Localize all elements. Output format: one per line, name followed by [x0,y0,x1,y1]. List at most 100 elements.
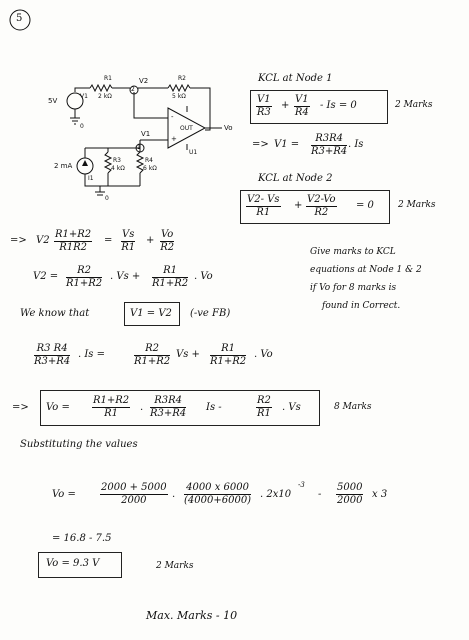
eqd-tail: . Vs [282,402,301,413]
r1-value: 2 kΩ [98,93,112,100]
kcl1-tail: - Is = 0 [320,100,357,111]
know-boxed: V1 = V2 [130,308,172,319]
eqd-marks: 8 Marks [334,402,372,412]
result-text: Vo = 9.3 V [46,558,100,569]
eqa-plus: + [146,235,155,246]
subst-exp: -3 [298,481,305,489]
r4-value: 6 kΩ [143,165,157,172]
kcl1-box [250,90,388,124]
r4-label: R4 [145,157,153,164]
vs-name: V1 [80,93,88,100]
subst-line2: = 16.8 - 7.5 [52,533,112,544]
subst-lhs: Vo = [52,489,76,500]
max-marks: Max. Marks - 10 [146,609,238,622]
eqd-mid: Is - [206,402,222,413]
vs-value: 5V [48,97,58,105]
kcl1-heading: KCL at Node 1 [258,73,333,84]
vo-label: Vo [224,124,233,132]
result-marks: 2 Marks [156,561,194,571]
kcl1-lhs: V1 = [274,139,300,150]
eqd-dot: . [140,402,144,413]
kcl2-heading: KCL at Node 2 [258,173,333,184]
subst-frac-2: 4000 x 6000(4000+6000) [184,482,252,506]
ground-label-2: 0 [105,195,109,202]
eqb-tail: . Vo [194,271,213,282]
eqc-mid: . Is = [78,349,105,360]
node-2-label: 2 [131,86,135,93]
eqa-eq: = [104,235,113,246]
opamp-out-label: OUT [180,125,193,132]
r1-label: R1 [104,75,112,82]
resistor-r3 [103,151,113,174]
subst-heading: Substituting the values [20,439,138,450]
opamp-minus: - [171,113,174,121]
eqd-arrow: => [12,402,29,413]
r3-value: 4 kΩ [111,165,125,172]
eqb-lhs: V2 = [33,271,59,282]
kcl1-arrow: => [252,139,269,150]
resistor-r4 [135,151,145,174]
opamp-plus: + [171,135,177,143]
result-box [38,552,122,578]
note-line-3: if Vo for 8 marks is [310,283,397,293]
eqc-mid2: Vs + [176,349,200,360]
kcl1-marks: 2 Marks [395,100,433,110]
eqd-box [40,390,320,426]
note-line-2: equations at Node 1 & 2 [310,265,422,275]
resistor-r2 [167,83,191,93]
eqa-lhs: V2 [36,235,50,246]
kcl2-tail: = 0 [356,200,374,211]
kcl2-plus: + [294,200,303,211]
opamp-triangle [167,107,207,149]
node-1-label: 1 [137,144,141,151]
eqa-arrow: => [10,235,27,246]
is-name: I1 [88,175,94,182]
node-v2-label: V2 [139,77,149,85]
eqb-mid: . Vs + [110,271,141,282]
subst-minus: - [318,489,322,500]
note-line-1: Give marks to KCL [310,247,396,257]
know-text: We know that [20,308,90,319]
subst-dot: . [172,489,176,500]
know-box [124,302,180,326]
note-line-4: found in Correct. [322,301,401,311]
eqc-tail: . Vo [254,349,273,360]
node-v1-label: V1 [141,130,151,138]
r2-value: 5 kΩ [172,93,186,100]
circuit-diagram [66,83,222,196]
page-number: 5 [16,13,23,24]
subst-tail: x 3 [372,489,388,500]
know-tail: (-ve FB) [190,308,231,319]
kcl1-tail2: . Is [348,139,364,150]
r2-label: R2 [178,75,186,82]
kcl2-marks: 2 Marks [398,200,436,210]
is-value: 2 mA [54,162,73,170]
resistor-r1 [89,83,113,93]
r3-label: R3 [113,157,121,164]
opamp-name: U1 [189,149,198,156]
kcl2-box [240,190,390,224]
eqd-lhs: Vo = [46,402,70,413]
ground-label-1: 0 [80,123,84,130]
subst-mid: . 2x10 [260,489,292,500]
kcl1-plus: + [281,100,290,111]
